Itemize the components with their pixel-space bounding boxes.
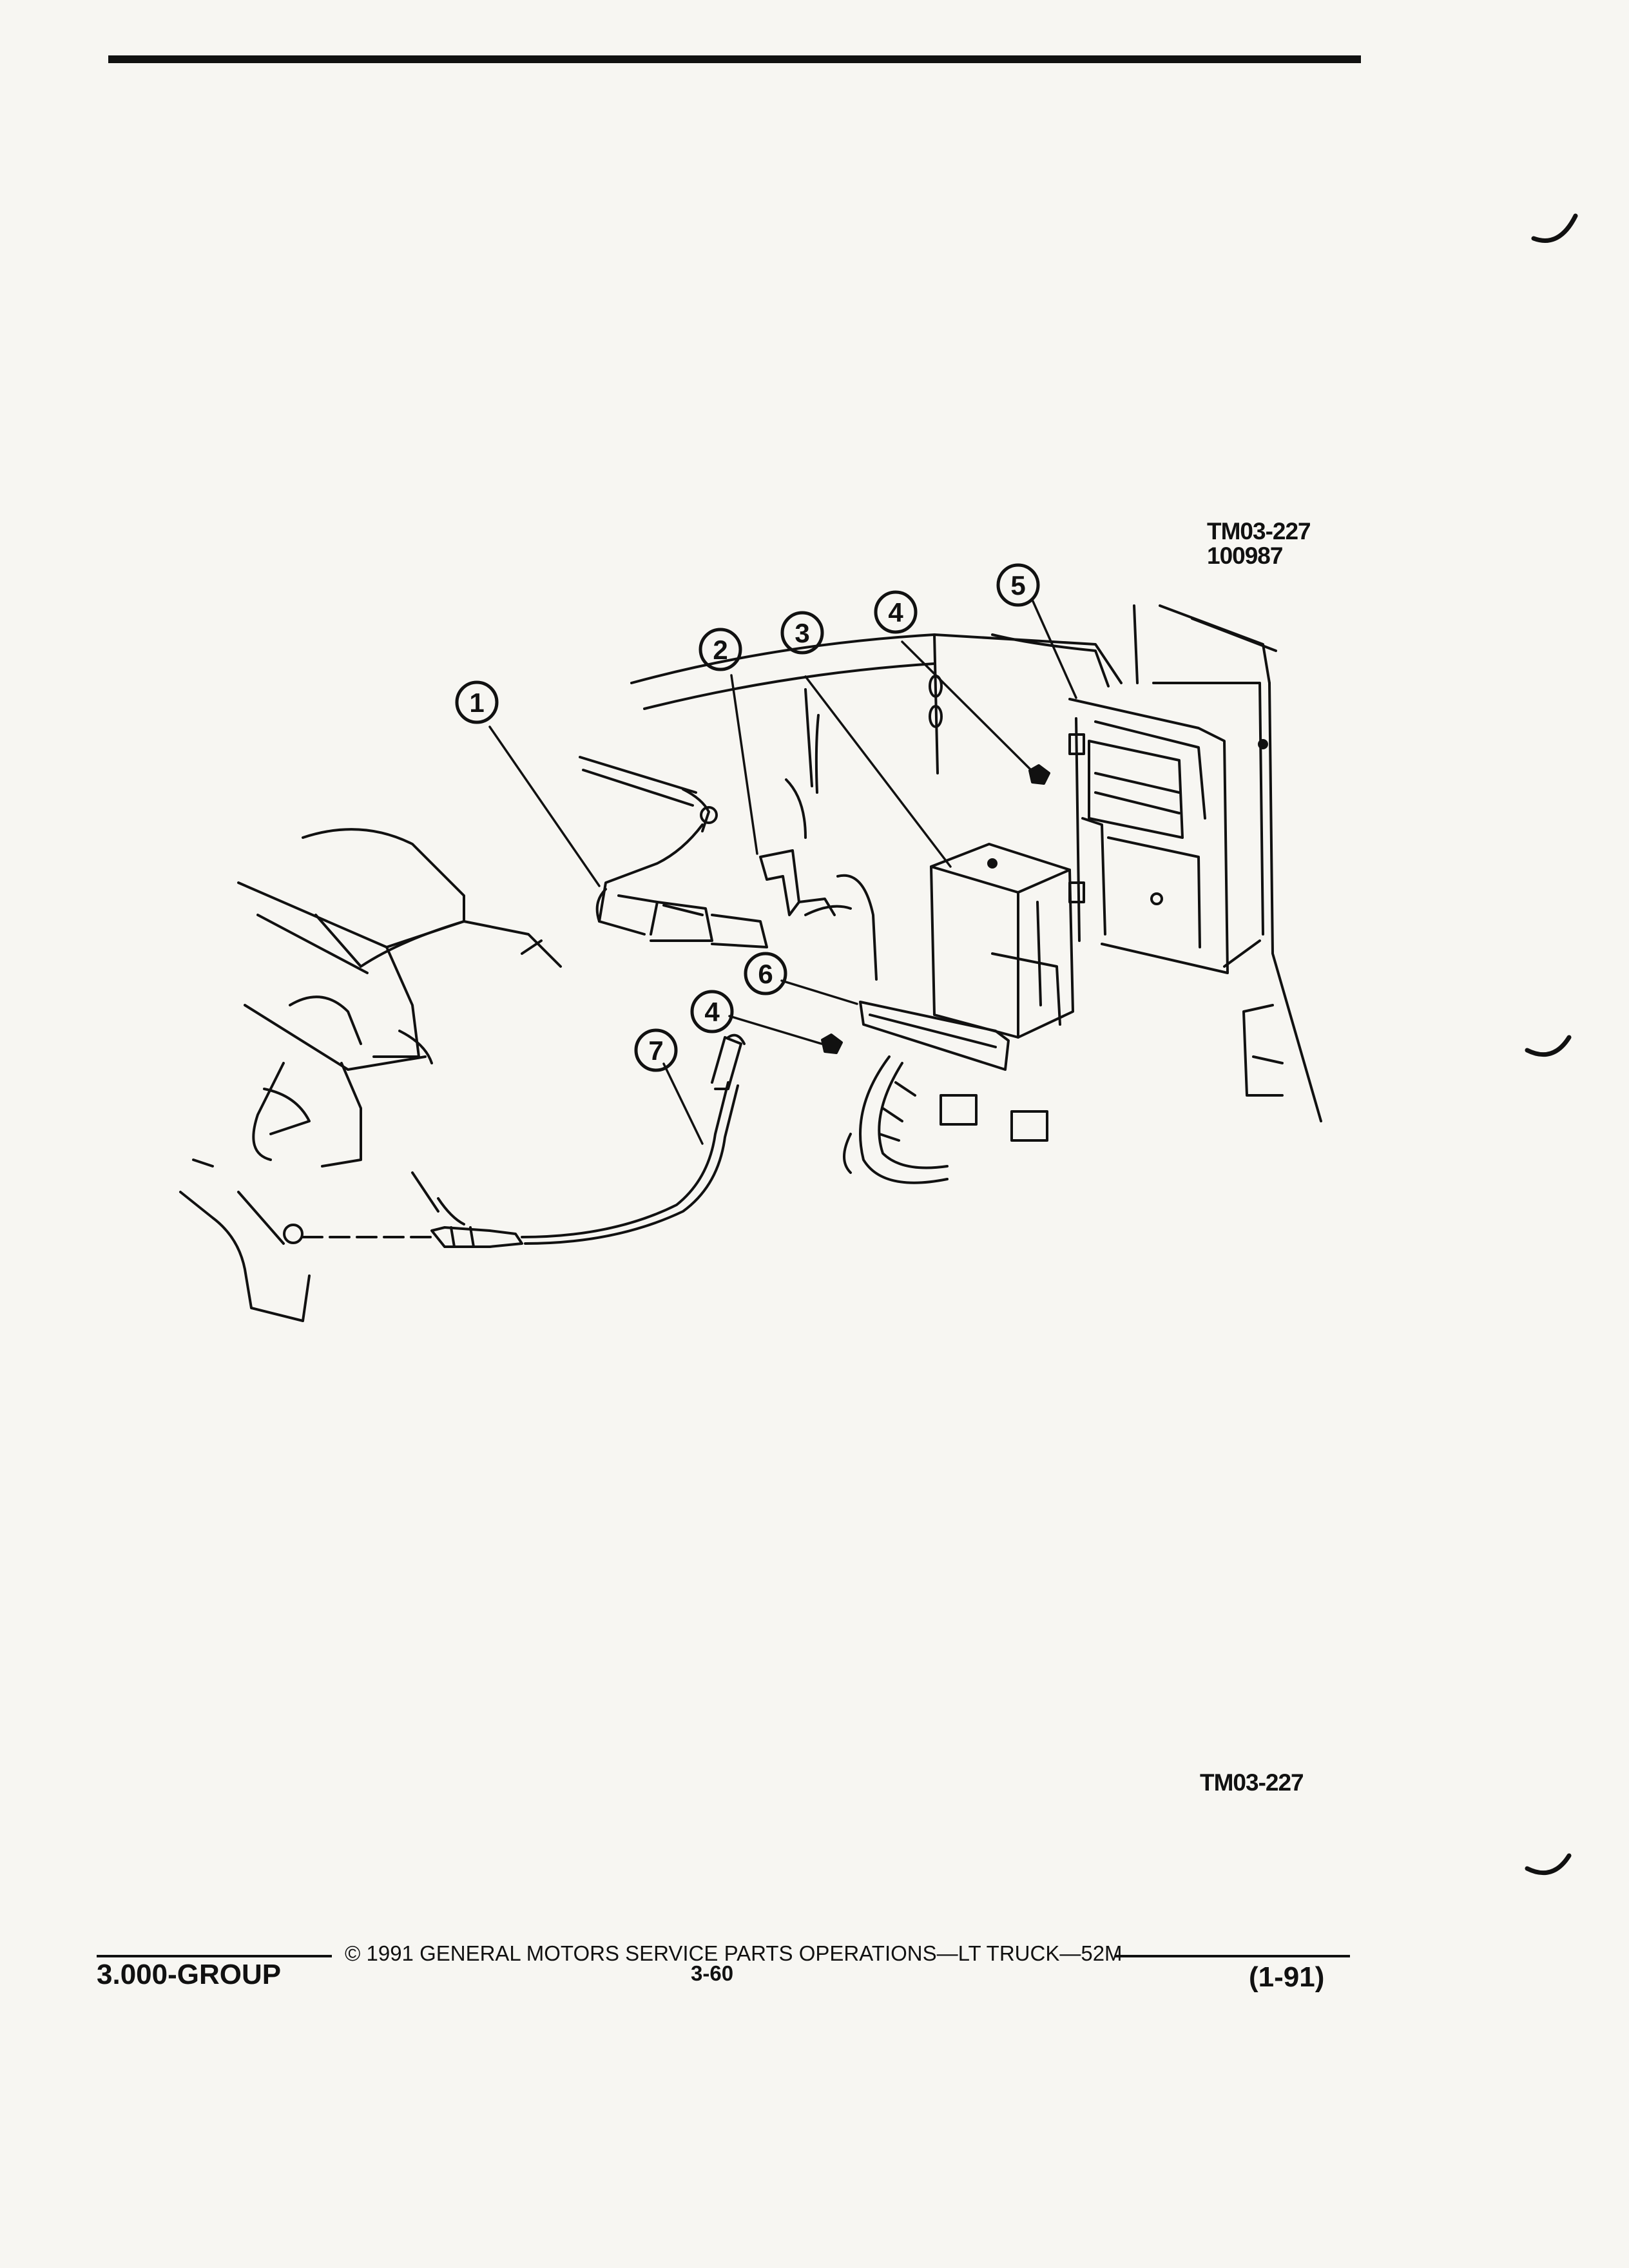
callout-2: 2 (699, 628, 742, 671)
callouts: 1 2 3 4 5 6 4 7 (455, 563, 1040, 1072)
callout-7: 7 (634, 1028, 678, 1072)
leader-lines (488, 599, 1077, 1145)
svg-text:2: 2 (713, 635, 728, 665)
lower-harness (843, 1055, 1048, 1184)
svg-text:7: 7 (648, 1035, 663, 1066)
ecm-bracket (1068, 698, 1268, 974)
svg-text:3: 3 (795, 618, 809, 648)
svg-text:6: 6 (758, 959, 773, 989)
callout-5: 5 (996, 563, 1040, 607)
oxygen-sensor (302, 1033, 746, 1248)
svg-text:5: 5 (1010, 570, 1025, 601)
callout-3: 3 (780, 611, 824, 655)
callout-6: 6 (744, 952, 787, 995)
top-rule (108, 55, 1361, 63)
footer-rule-left (97, 1955, 332, 1957)
callout-4-upper: 4 (874, 590, 918, 634)
footer-rule-right (1115, 1955, 1350, 1957)
figure-code-line1: TM03-227 (1207, 518, 1311, 544)
figure-code-top: TM03-227 100987 (1207, 519, 1311, 568)
footer-date: (1-91) (1249, 1961, 1325, 1993)
screws (821, 764, 1050, 1054)
figure-code-line2: 100987 (1207, 543, 1283, 569)
footer-group: 3.000-GROUP (97, 1959, 282, 1990)
callout-4-lower: 4 (690, 990, 734, 1033)
firewall-panel (630, 604, 1322, 1122)
mounting-plate (859, 952, 1061, 1071)
svg-text:4: 4 (704, 997, 720, 1027)
svg-text:1: 1 (469, 687, 484, 718)
binder-marks (1525, 213, 1578, 1876)
footer-copyright: © 1991 GENERAL MOTORS SERVICE PARTS OPER… (345, 1941, 1123, 1965)
footer-page-number: 3-60 (691, 1961, 734, 1985)
svg-text:4: 4 (888, 597, 903, 628)
upper-harness (579, 756, 878, 981)
callout-1: 1 (455, 680, 499, 724)
ecm-module (930, 843, 1074, 1039)
figure-code-bottom: TM03-227 (1200, 1769, 1304, 1796)
engine-block (179, 828, 562, 1322)
